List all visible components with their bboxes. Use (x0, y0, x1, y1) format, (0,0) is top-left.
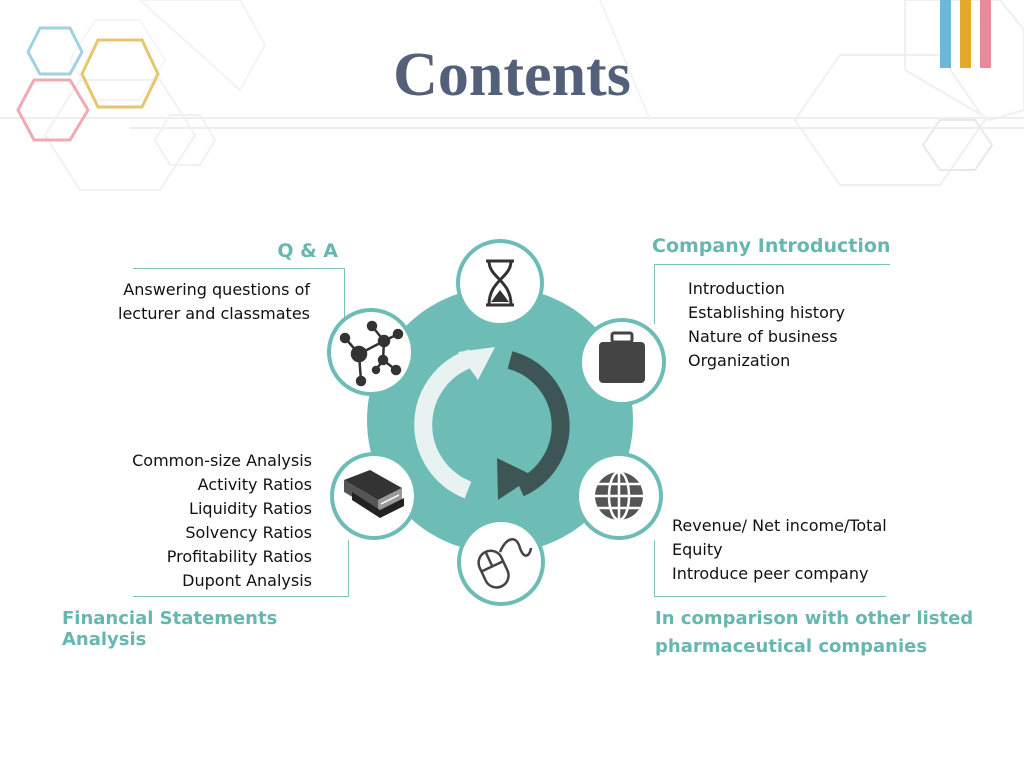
cycle-arrows-icon (414, 347, 570, 500)
hourglass-icon (486, 259, 514, 307)
financial-line-4: Solvency Ratios (185, 523, 312, 542)
globe-icon (595, 470, 643, 522)
comparison-title-line-2: pharmaceutical companies (655, 636, 928, 657)
financial-title: Financial Statements Analysis (62, 608, 278, 650)
hexagon-gold (80, 38, 160, 109)
financial-line-3: Liquidity Ratios (189, 499, 312, 518)
company-connector (654, 264, 655, 324)
comparison-title: In comparison with other listed pharmace… (655, 605, 985, 661)
company-line-2: Establishing history (688, 303, 845, 322)
hourglass-node (456, 239, 544, 327)
financial-text: Common-size Analysis Activity Ratios Liq… (80, 449, 312, 593)
comparison-line-2: Equity (672, 540, 723, 559)
network-node (327, 308, 415, 396)
company-title: Company Introduction (652, 235, 891, 257)
globe-node (575, 452, 663, 540)
financial-underline (133, 596, 349, 597)
comparison-title-line-1: In comparison with other listed (655, 608, 974, 629)
qa-title: Q & A (277, 240, 338, 262)
qa-line-2: lecturer and classmates (118, 304, 310, 323)
company-line-1: Introduction (688, 279, 785, 298)
qa-underline (133, 268, 345, 269)
comparison-underline (654, 596, 886, 597)
mouse-icon (477, 538, 533, 589)
qa-line-1: Answering questions of (123, 280, 310, 299)
cycle-diagram (327, 239, 666, 606)
qa-text: Answering questions of lecturer and clas… (100, 278, 310, 326)
accent-bar-pink (980, 0, 991, 68)
book-icon (344, 470, 404, 518)
page-title: Contents (393, 41, 631, 109)
financial-connector (348, 540, 349, 596)
financial-line-1: Common-size Analysis (132, 451, 312, 470)
book-node (330, 452, 418, 540)
company-underline (654, 264, 890, 265)
financial-line-2: Activity Ratios (197, 475, 312, 494)
comparison-text: Revenue/ Net income/Total Equity Introdu… (672, 514, 922, 586)
comparison-connector (654, 540, 655, 596)
financial-line-5: Profitability Ratios (166, 547, 312, 566)
hexagon-blue (26, 26, 84, 76)
accent-bar-blue (940, 0, 951, 68)
hexagon-pink (16, 78, 90, 142)
briefcase-node (578, 318, 666, 406)
qa-connector (344, 268, 345, 318)
center-disc (367, 287, 633, 553)
accent-bar-gold (960, 0, 971, 68)
network-icon (339, 320, 404, 387)
company-text: Introduction Establishing history Nature… (688, 277, 918, 373)
briefcase-icon (599, 331, 645, 383)
mouse-node (457, 518, 545, 606)
company-line-4: Organization (688, 351, 791, 370)
company-line-3: Nature of business (688, 327, 838, 346)
financial-line-6: Dupont Analysis (182, 571, 312, 590)
comparison-line-1: Revenue/ Net income/Total (672, 516, 887, 535)
comparison-line-3: Introduce peer company (672, 564, 869, 583)
